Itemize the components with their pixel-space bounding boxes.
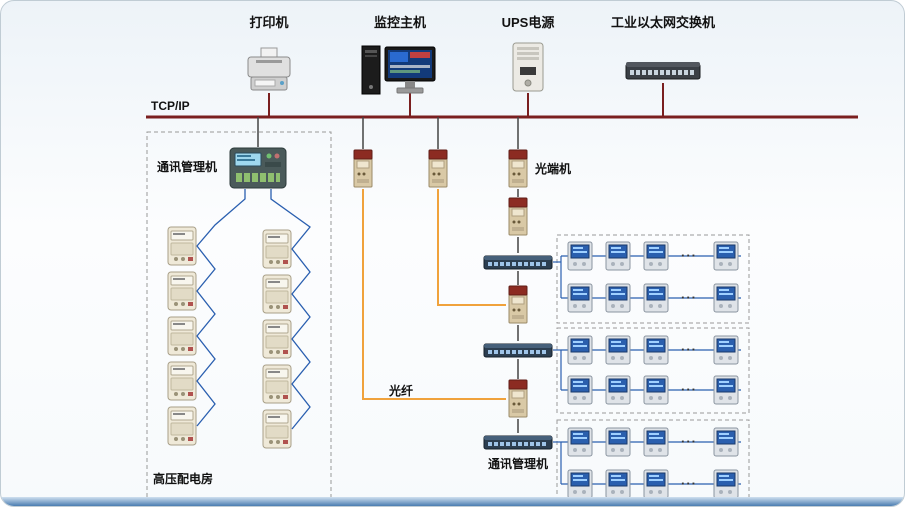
ethernet-switch-label: 工业以太网交换机 <box>610 15 715 30</box>
printer-device <box>247 47 291 91</box>
fiber-label: 光纤 <box>389 384 414 398</box>
comm-manager-label: 通讯管理机 <box>157 160 218 174</box>
power-meter <box>567 335 593 365</box>
ellipsis-mark: ··· <box>681 248 697 263</box>
power-meter <box>713 375 739 405</box>
protection-meter <box>167 406 197 446</box>
power-meter <box>605 335 631 365</box>
industrial-ethernet-switch-device <box>625 61 701 80</box>
power-meter <box>567 241 593 271</box>
optical-converter <box>508 285 528 324</box>
power-meter <box>713 335 739 365</box>
network-switch <box>483 255 553 270</box>
optical-converter <box>353 149 373 188</box>
panel-bottom-accent <box>1 497 904 506</box>
power-meter <box>713 241 739 271</box>
meter-group-2-boundary <box>556 327 750 414</box>
protection-meter <box>262 409 292 449</box>
tcpip-bus <box>146 83 858 119</box>
optical-terminal-label: 光端机 <box>535 162 572 176</box>
protection-meter <box>262 274 292 314</box>
network-switch <box>483 343 553 358</box>
optical-converter <box>508 379 528 418</box>
ups-device <box>512 42 544 92</box>
power-meter <box>713 427 739 457</box>
ups-label: UPS电源 <box>501 15 555 30</box>
power-meter <box>643 335 669 365</box>
comm-manager-bottom-label: 通讯管理机 <box>487 457 548 471</box>
ellipsis-mark: ··· <box>681 342 697 357</box>
printer-label: 打印机 <box>249 15 289 30</box>
power-meter <box>605 241 631 271</box>
optical-converter <box>508 197 528 236</box>
power-meter <box>643 283 669 313</box>
tcpip-label: TCP/IP <box>151 99 190 113</box>
power-meter <box>567 427 593 457</box>
power-meter <box>567 469 593 499</box>
power-meter <box>713 469 739 499</box>
monitoring-host-label: 监控主机 <box>373 15 426 30</box>
fiber-lines <box>362 189 506 400</box>
protection-meter <box>262 229 292 269</box>
protection-meter <box>167 226 197 266</box>
ellipsis-mark: ··· <box>681 434 697 449</box>
protection-meter <box>167 361 197 401</box>
hv-room-boundary <box>146 131 332 499</box>
power-meter <box>605 427 631 457</box>
power-meter <box>713 283 739 313</box>
optical-converter <box>508 149 528 188</box>
ellipsis-mark: ··· <box>681 290 697 305</box>
power-meter <box>643 375 669 405</box>
power-meter <box>567 283 593 313</box>
power-meter <box>567 375 593 405</box>
protection-meter <box>262 364 292 404</box>
hv-room-label: 高压配电房 <box>153 472 214 486</box>
ellipsis-mark: ··· <box>681 382 697 397</box>
power-meter <box>643 241 669 271</box>
monitoring-host-device <box>361 45 436 95</box>
optical-converter <box>428 149 448 188</box>
power-meter <box>605 469 631 499</box>
protection-meter <box>167 271 197 311</box>
power-meter <box>605 283 631 313</box>
protection-meter <box>262 319 292 359</box>
power-meter <box>643 427 669 457</box>
ellipsis-mark: ··· <box>681 476 697 491</box>
comm-manager-device <box>229 147 287 189</box>
network-switch <box>483 435 553 450</box>
power-meter <box>605 375 631 405</box>
protection-meter <box>167 316 197 356</box>
ethernet-drop-lines <box>257 117 519 433</box>
meter-chain-lines <box>196 189 311 430</box>
power-meter <box>643 469 669 499</box>
